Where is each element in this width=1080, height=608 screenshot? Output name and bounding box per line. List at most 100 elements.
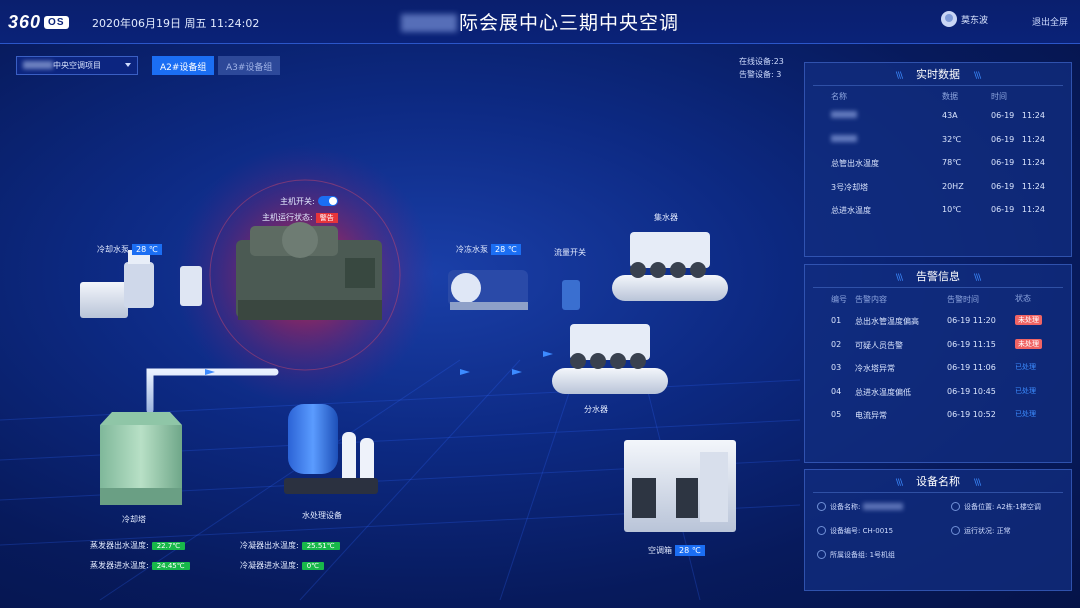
cond-out: 冷凝器出水温度:25.51℃ — [240, 540, 340, 551]
device-stats: 在线设备:23 告警设备: 3 — [739, 55, 784, 81]
flow-switch-label: 流量开关 — [554, 248, 586, 257]
device-location: 设备位置: A2栋-1楼空调 — [951, 502, 1041, 512]
evap-out-value: 22.7℃ — [151, 542, 186, 550]
status-badge: 已处理 — [1015, 410, 1036, 418]
col-time-header: 告警时间 — [947, 295, 979, 304]
project-select-label: 中央空调项目 — [53, 61, 101, 70]
location-pin-icon — [951, 502, 960, 511]
row-clock: 11:24 — [1021, 158, 1045, 167]
row-name — [831, 111, 857, 120]
flow-switch — [562, 280, 580, 310]
table-row[interactable]: 03 冷水塔异常 06-19 11:06 已处理 — [805, 357, 1071, 381]
online-devices-count: 在线设备:23 — [739, 57, 784, 66]
collector-label: 集水器 — [654, 213, 678, 222]
cooling-tower-label: 冷却塔 — [122, 515, 146, 524]
row-value: 32℃ — [942, 134, 962, 144]
device-info-row: 设备编号: CH-0015 运行状况: 正常 — [805, 519, 1071, 545]
alarm-status: 已处理 — [1015, 409, 1036, 419]
device-group-value: 1号机组 — [869, 551, 896, 559]
user-menu[interactable]: 莫东波 — [940, 11, 988, 27]
table-row: 32℃ 06-19 11:24 — [805, 130, 1071, 154]
redacted-text — [862, 503, 903, 510]
cond-out-value: 25.51℃ — [301, 542, 340, 550]
row-value: 43A — [942, 111, 958, 120]
alarm-content: 冷水塔异常 — [855, 364, 895, 373]
run-status-badge: 警告 — [315, 213, 338, 223]
tab-a3-device-group[interactable]: A3#设备组 — [218, 56, 281, 75]
table-row[interactable]: 05 电流异常 06-19 10:52 已处理 — [805, 404, 1071, 428]
datetime: 2020年06月19日 周五 11:24:02 — [92, 17, 260, 30]
logo-text: 360 — [8, 12, 42, 32]
group-icon — [817, 550, 826, 559]
project-select[interactable]: 中央空调项目 — [16, 56, 138, 75]
cooling-pump — [80, 250, 202, 318]
alarm-id: 04 — [831, 386, 842, 396]
row-time: 06-19 11:24 — [991, 111, 1045, 120]
cooling-pump-name: 冷却水泵 — [97, 245, 129, 254]
alarm-time: 06-19 11:15 — [947, 339, 996, 349]
alarm-content: 可疑人员告警 — [855, 340, 903, 350]
redacted-text — [831, 111, 857, 118]
distributor-tank — [552, 324, 668, 394]
device-location-label: 设备位置: — [964, 503, 995, 511]
alarm-status: 已处理 — [1015, 386, 1036, 396]
refresh-icon — [951, 526, 960, 535]
distributor-label: 分水器 — [584, 405, 608, 414]
redacted-title-prefix — [400, 14, 457, 32]
alarm-content: 总进水温度偏低 — [855, 387, 911, 397]
row-clock: 11:24 — [1021, 134, 1045, 144]
alarm-table-header: 编号 告警内容 告警时间 状态 — [805, 288, 1071, 310]
status-badge: 未处理 — [1015, 338, 1042, 349]
alarm-status: 未处理 — [1015, 315, 1042, 325]
row-time: 06-19 11:24 — [991, 205, 1045, 214]
table-row[interactable]: 02 可疑人员告警 06-19 11:15 未处理 — [805, 334, 1071, 358]
col-name-header: 名称 — [831, 92, 847, 101]
alarm-panel-title: \\\告警信息\\\ — [895, 270, 981, 283]
run-status: 主机运行状态:警告 — [262, 212, 338, 223]
row-clock: 11:24 — [1021, 111, 1045, 120]
alarm-content: 总出水管温度偏高 — [855, 317, 919, 326]
device-name-label: 设备名称: — [830, 503, 861, 511]
table-row[interactable]: 01 总出水管温度偏高 06-19 11:20 未处理 — [805, 310, 1071, 334]
water-treatment-label: 水处理设备 — [302, 511, 342, 520]
divider — [813, 492, 1063, 493]
device-code-value: CH-0015 — [862, 527, 894, 535]
alarm-time: 06-19 11:06 — [947, 363, 996, 372]
row-value: 78℃ — [942, 158, 962, 167]
status-badge: 未处理 — [1015, 315, 1042, 325]
alarm-id: 03 — [831, 363, 842, 372]
table-row[interactable]: 04 总进水温度偏低 06-19 10:45 已处理 — [805, 381, 1071, 405]
row-date: 06-19 — [991, 205, 1015, 214]
device-code-label: 设备编号: — [830, 527, 861, 535]
ahu-temp: 28 ℃ — [675, 545, 705, 556]
exit-fullscreen-button[interactable]: 退出全屏 — [1031, 18, 1068, 28]
logo-os-badge: OS — [44, 16, 69, 29]
device-group: 所属设备组: 1号机组 — [817, 550, 895, 560]
row-date: 06-19 — [991, 111, 1015, 120]
row-value: 10℃ — [942, 205, 962, 214]
code-icon — [817, 526, 826, 535]
main-switch-toggle[interactable] — [317, 196, 338, 206]
main-switch[interactable]: 主机开关: — [280, 196, 338, 207]
cooling-pump-temp: 28 ℃ — [132, 244, 162, 255]
alarm-devices-count: 告警设备: 3 — [739, 70, 782, 79]
avatar — [940, 11, 957, 27]
col-time-header: 时间 — [991, 92, 1007, 101]
row-name: 3号冷却塔 — [831, 182, 869, 192]
device-name: 设备名称: — [817, 502, 903, 512]
row-time: 06-19 11:24 — [991, 135, 1045, 144]
device-location-value: A2栋-1楼空调 — [996, 503, 1041, 511]
user-name: 莫东波 — [960, 15, 988, 26]
run-status-label: 主机运行状态: — [262, 213, 313, 222]
alarm-status: 已处理 — [1015, 362, 1036, 372]
redacted-project-prefix — [23, 61, 53, 69]
evap-in-value: 24.45℃ — [151, 562, 190, 570]
evap-out: 蒸发器出水温度:22.7℃ — [90, 540, 186, 551]
evap-in: 蒸发器进水温度:24.45℃ — [90, 560, 190, 571]
tab-a2-device-group[interactable]: A2#设备组 — [152, 56, 215, 75]
table-row: 43A 06-19 11:24 — [805, 106, 1071, 130]
flow-arrows — [205, 351, 553, 375]
